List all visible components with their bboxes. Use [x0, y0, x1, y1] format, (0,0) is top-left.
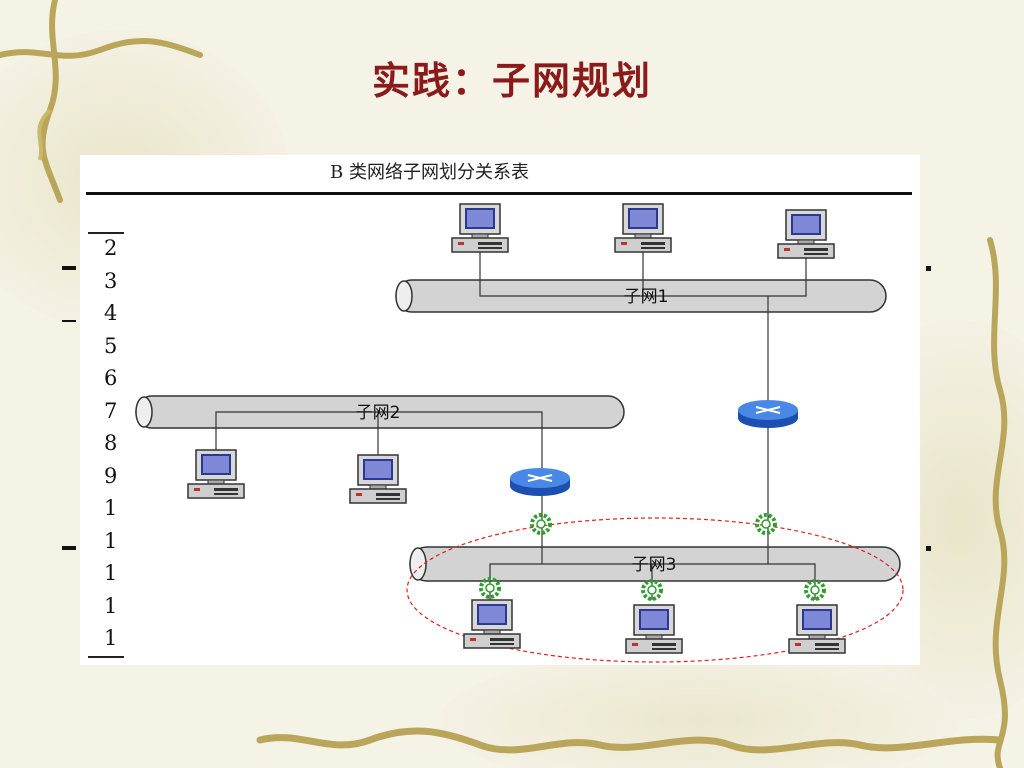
- table-caption: B 类网络子网划分关系表: [330, 162, 529, 183]
- table-cell: 9: [104, 463, 118, 488]
- table-cell: 1: [104, 626, 118, 650]
- subnet-3-highlight-ellipse: [406, 517, 904, 663]
- table-cell: 1: [104, 561, 118, 585]
- table-header-rule: [88, 232, 124, 234]
- table-cell: 1: [104, 528, 118, 553]
- table-cell: 2: [104, 236, 118, 260]
- computer-icon: [788, 604, 846, 654]
- table-cell: 3: [104, 268, 118, 293]
- table-cell: 8: [104, 431, 118, 455]
- computer-icon: [614, 203, 672, 253]
- table-cell: 5: [104, 333, 118, 358]
- computer-icon: [451, 203, 509, 253]
- subnet-1-label: 子网1: [624, 287, 669, 307]
- subnet-3-label: 子网3: [632, 555, 677, 575]
- table-cell: 7: [104, 398, 118, 423]
- computer-icon: [463, 599, 521, 649]
- bullet-dot: [926, 546, 931, 551]
- slide-title: 实践：子网规划: [371, 58, 652, 103]
- bullet-dash: [62, 266, 76, 270]
- computer-icon: [349, 454, 407, 504]
- computer-icon: [187, 449, 245, 499]
- table-top-rule: [86, 192, 912, 195]
- connector-icon: [530, 513, 552, 535]
- table-bottom-rule: [88, 656, 124, 658]
- router-icon: [509, 467, 571, 497]
- table-cell: 1: [104, 593, 118, 618]
- table-number-column: 2 3 4 5 6 7 8 9 1 1 1 1 1: [104, 232, 117, 655]
- connector-icon: [755, 513, 777, 535]
- bullet-dash: [62, 546, 76, 550]
- table-cell: 4: [104, 301, 118, 325]
- bullet-dash: [62, 320, 76, 322]
- computer-icon: [625, 604, 683, 654]
- table-cell: 6: [104, 366, 118, 390]
- computer-icon: [777, 209, 835, 259]
- subnet-2-label: 子网2: [356, 403, 401, 423]
- router-icon: [737, 399, 799, 429]
- table-cell: 1: [104, 496, 118, 520]
- bullet-dot: [926, 266, 931, 271]
